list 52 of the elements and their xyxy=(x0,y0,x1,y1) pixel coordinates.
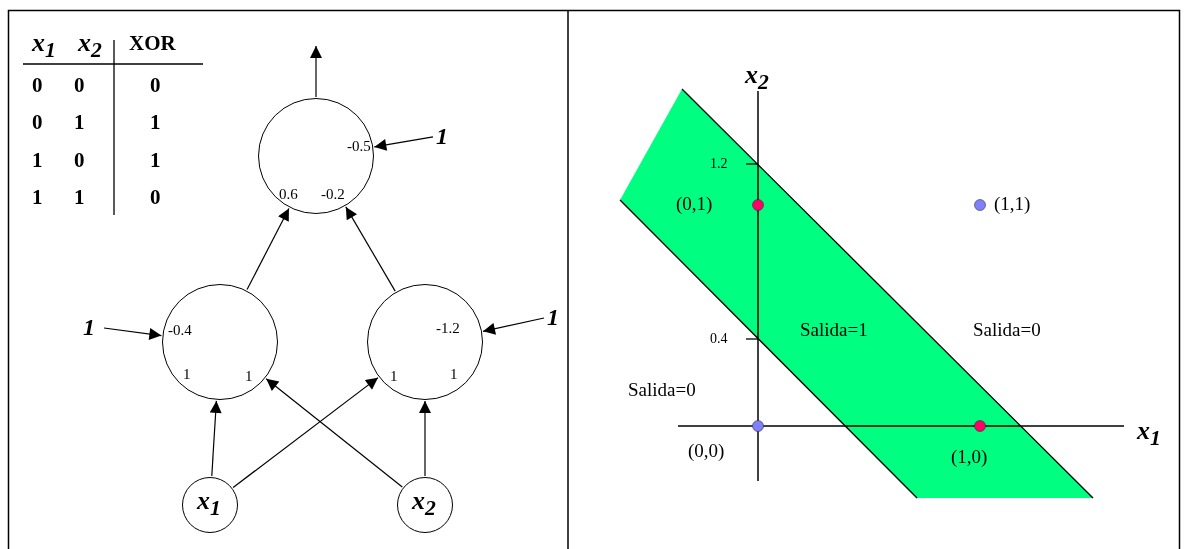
table-value: 0 xyxy=(32,112,43,133)
table-value: 1 xyxy=(74,187,85,208)
table-value: 0 xyxy=(150,75,161,96)
weight-label: 1 xyxy=(450,367,458,382)
table-value: 1 xyxy=(32,150,43,171)
weight-label: 1 xyxy=(245,369,253,384)
bias-input-label: 1 xyxy=(83,315,95,339)
weight-label: -0.5 xyxy=(347,139,371,154)
arrow xyxy=(232,377,379,489)
weight-label: -0.4 xyxy=(168,323,192,338)
table-value: 0 xyxy=(32,75,43,96)
table-value: 0 xyxy=(74,75,85,96)
input-circle xyxy=(182,477,238,533)
arrow xyxy=(373,136,434,151)
arrow xyxy=(246,207,290,291)
input-circle xyxy=(397,477,453,533)
arrow xyxy=(209,400,222,477)
arrow xyxy=(482,317,545,335)
point-label: (1,1) xyxy=(994,194,1031,213)
axis-label: x$_{1}$ xyxy=(1137,418,1161,450)
table-value: 1 xyxy=(74,112,85,133)
weight-label: -0.2 xyxy=(321,187,345,202)
point-label: (1,0) xyxy=(951,447,988,466)
weight-label: 1 xyxy=(183,367,191,382)
table-value: 0 xyxy=(74,150,85,171)
region-label: Salida=0 xyxy=(973,320,1041,339)
variable-label: x$_{2}$ xyxy=(412,488,436,520)
point-label: (0,1) xyxy=(676,194,713,213)
weight-label: 1 xyxy=(390,369,398,384)
bias-input-label: 1 xyxy=(547,305,559,329)
arrow xyxy=(345,206,396,292)
column-header: x$_{1}$ xyxy=(32,30,56,62)
axis-label: x$_{2}$ xyxy=(745,62,769,94)
region-label: Salida=1 xyxy=(800,320,868,339)
weight-label: -1.2 xyxy=(436,321,460,336)
table-value: 0 xyxy=(150,187,161,208)
table-value: 1 xyxy=(150,150,161,171)
tick-label: 0.4 xyxy=(710,332,728,346)
arrow xyxy=(103,327,162,340)
column-header: x$_{2}$ xyxy=(78,30,102,62)
weight-label: 0.6 xyxy=(279,187,298,202)
point-label: (0,0) xyxy=(688,441,725,460)
table-value: 1 xyxy=(32,187,43,208)
region-label: Salida=0 xyxy=(628,380,696,399)
tick-label: 1.2 xyxy=(710,157,728,171)
bias-input-label: 1 xyxy=(436,124,448,148)
arrow xyxy=(419,400,431,477)
variable-label: x$_{1}$ xyxy=(197,488,221,520)
table-value: 1 xyxy=(150,112,161,133)
arrow xyxy=(265,378,403,488)
arrow xyxy=(310,45,322,98)
column-header: XOR xyxy=(129,33,176,54)
